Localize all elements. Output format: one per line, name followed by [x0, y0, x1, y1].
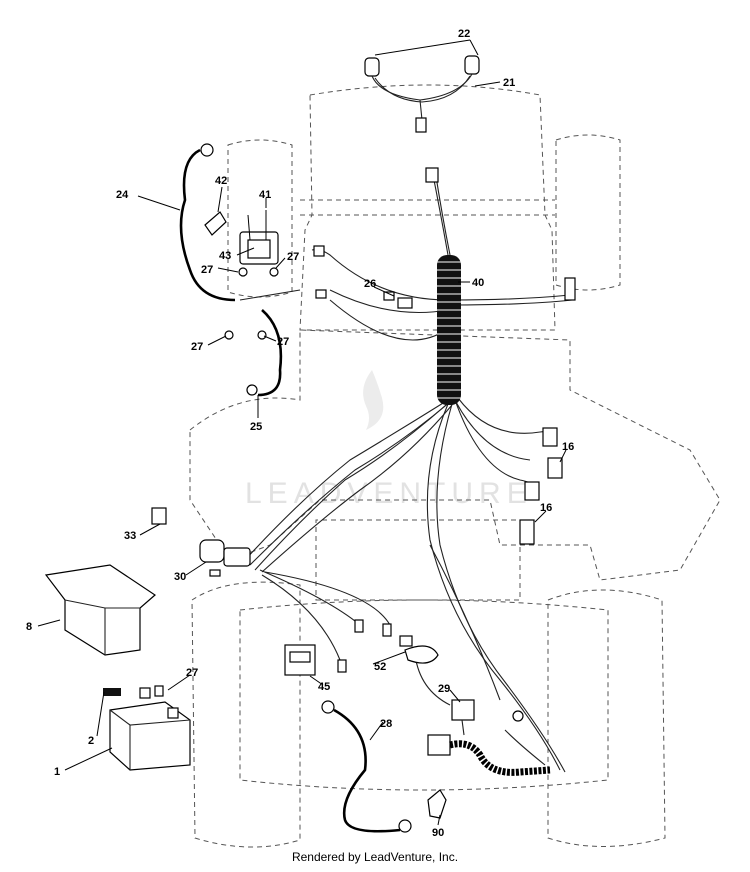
callout-42: 42: [215, 175, 227, 187]
callout-29: 29: [438, 683, 450, 695]
watermark-text: LEADVENTURE: [245, 477, 533, 510]
battery-box: [44, 564, 156, 656]
callout-21: 21: [503, 77, 515, 89]
footer-credit: Rendered by LeadVenture, Inc.: [291, 850, 459, 864]
connectors: [313, 245, 576, 673]
callout-43: 43: [219, 250, 231, 262]
callout-28: 28: [380, 718, 392, 730]
callout-27-battery: 27: [186, 667, 198, 679]
headlight-harness: [364, 55, 480, 133]
main-harness: [244, 167, 573, 773]
tractor-outline: [189, 84, 721, 848]
callout-52: 52: [374, 661, 386, 673]
callout-24: 24: [116, 189, 129, 201]
callout-33: 33: [124, 530, 136, 542]
callout-22: 22: [458, 28, 470, 40]
callout-27-solenoid-left: 27: [201, 264, 213, 276]
watermark: LEADVENTURE: [245, 370, 533, 510]
harness-wrap: [437, 255, 461, 405]
callout-41: 41: [259, 189, 271, 201]
callout-16-lower: 16: [540, 502, 552, 514]
callout-90: 90: [432, 827, 444, 839]
solenoid-assembly: [179, 143, 301, 397]
callout-26: 26: [364, 278, 376, 290]
callout-25: 25: [250, 421, 262, 433]
callout-1: 1: [54, 766, 60, 778]
ignition-switch: [151, 507, 251, 577]
callout-27-solenoid-right: 27: [287, 251, 299, 263]
callout-27-nut-left: 27: [191, 341, 203, 353]
seat-switch-coil: [427, 699, 551, 776]
ground-cable: [321, 700, 447, 833]
battery: [103, 685, 191, 771]
leader-lines: [37, 39, 567, 826]
callout-8: 8: [26, 621, 32, 633]
callout-30: 30: [174, 571, 186, 583]
callout-27-nut-right: 27: [277, 336, 289, 348]
callout-45: 45: [318, 681, 330, 693]
fuse-block: [284, 644, 316, 676]
callout-16-upper: 16: [562, 441, 574, 453]
callout-2: 2: [88, 735, 94, 747]
callout-40: 40: [472, 277, 484, 289]
callouts: 22 21 24 42 41 43 27 27 27 27 26 40 25 1…: [26, 28, 574, 839]
bulb: [404, 645, 439, 664]
